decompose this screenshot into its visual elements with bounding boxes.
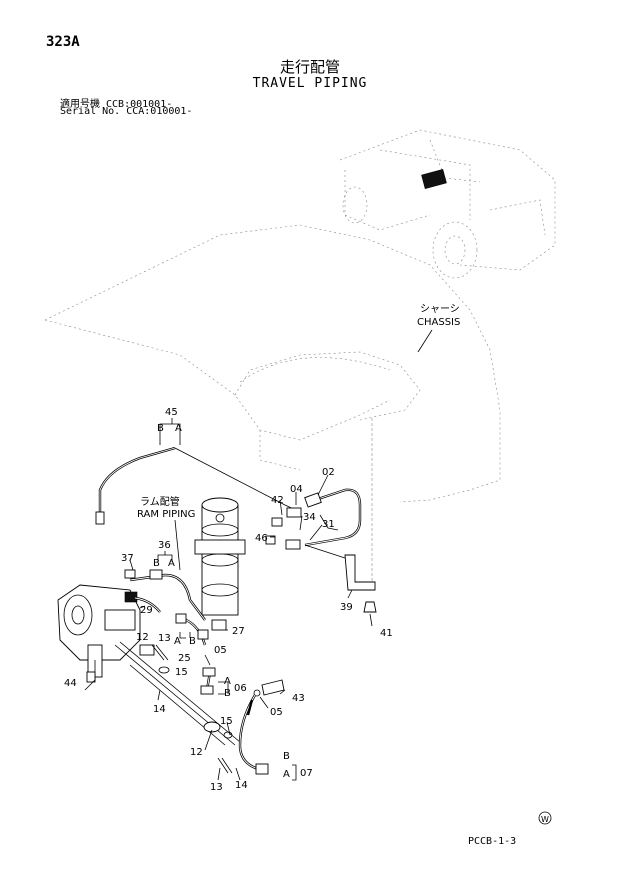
fitting-27 — [211, 619, 227, 631]
oring-15-lower — [223, 731, 233, 739]
applicable-serial-line-1: 適用号機 CCB:001001- — [60, 99, 173, 110]
hose-25 — [175, 613, 209, 646]
callout-34: 34 — [303, 512, 316, 523]
spring-13-upper — [151, 644, 169, 661]
callout-44: 44 — [64, 678, 77, 689]
port-45-b: B — [157, 423, 164, 434]
chassis-leader — [417, 329, 433, 353]
callout-06: 06 — [234, 683, 247, 694]
leader-lines — [84, 418, 373, 781]
callout-05a: 05 — [214, 645, 227, 656]
callout-29: 29 — [140, 605, 153, 616]
callout-36: 36 — [158, 540, 171, 551]
hose-06 — [200, 667, 216, 695]
callout-45: 45 — [165, 407, 178, 418]
callout-15b: 15 — [220, 716, 233, 727]
callout-43: 43 — [292, 693, 305, 704]
callout-39: 39 — [340, 602, 353, 613]
callout-numbers: 45 02 04 42 34 31 46 36 37 29 39 41 27 1… — [64, 407, 393, 793]
clamp-12-lower — [203, 721, 221, 733]
center-joint — [194, 497, 246, 616]
bolt-41 — [363, 601, 377, 613]
port-36-a: A — [168, 558, 175, 569]
footer-drawing-code: PCCB-1-3 — [468, 836, 517, 847]
callout-05b: 05 — [270, 707, 283, 718]
pipe-assembly-02 — [265, 488, 362, 550]
oring-05 — [253, 689, 261, 697]
page-number: 323A — [46, 34, 80, 50]
callout-27: 27 — [232, 626, 245, 637]
w-symbol-icon: W — [538, 811, 552, 825]
spring-13-lower — [217, 757, 233, 774]
port-07-b: B — [283, 751, 290, 762]
svg-text:W: W — [541, 815, 549, 824]
callout-12b: 12 — [190, 747, 203, 758]
chassis-label-jp: シャーシ — [420, 304, 460, 315]
callout-31: 31 — [322, 519, 335, 530]
swivel-joint-marker — [421, 169, 447, 189]
callout-13a: 13 — [158, 633, 171, 644]
port-25-a: A — [174, 636, 181, 647]
hose-45 — [95, 446, 176, 525]
hose-36 — [129, 569, 206, 621]
callout-14b: 14 — [235, 780, 248, 791]
chassis-label-en: CHASSIS — [417, 317, 460, 328]
callout-25: 25 — [178, 653, 191, 664]
callout-15a: 15 — [175, 667, 188, 678]
port-36-b: B — [153, 558, 160, 569]
travel-motor — [57, 584, 141, 680]
chassis-outline — [44, 224, 501, 503]
port-25-b: B — [189, 636, 196, 647]
applicable-serial-line-2: Serial No. CCA:010001- — [60, 106, 193, 117]
fitting-37 — [124, 569, 136, 579]
port-07-a: A — [283, 769, 290, 780]
hose-07 — [238, 694, 269, 775]
bracket-39 — [304, 544, 376, 591]
title-english: TRAVEL PIPING — [252, 76, 368, 91]
ram-piping-label-en: RAM PIPING — [137, 509, 195, 520]
undercarriage-sketch — [339, 129, 556, 279]
oring-15-upper — [158, 666, 170, 674]
clamp-12-upper — [139, 644, 155, 656]
callout-04: 04 — [290, 484, 303, 495]
fitting-44 — [86, 671, 96, 683]
callout-42: 42 — [271, 495, 284, 506]
callout-13b: 13 — [210, 782, 223, 793]
port-45-a: A — [175, 423, 182, 434]
callout-46: 46 — [255, 533, 268, 544]
callout-12a: 12 — [136, 632, 149, 643]
fitting-43 — [261, 679, 285, 696]
port-06-a: A — [224, 676, 231, 687]
port-letters: B A B A A B A B B A — [153, 423, 290, 780]
hose-29 — [134, 596, 161, 613]
callout-37: 37 — [121, 553, 134, 564]
port-06-b: B — [224, 688, 231, 699]
title-japanese: 走行配管 — [279, 58, 340, 76]
callout-41: 41 — [380, 628, 393, 639]
callout-14a: 14 — [153, 704, 166, 715]
callout-07: 07 — [300, 768, 313, 779]
ram-piping-label-jp: ラム配管 — [140, 495, 180, 508]
callout-02: 02 — [322, 467, 335, 478]
